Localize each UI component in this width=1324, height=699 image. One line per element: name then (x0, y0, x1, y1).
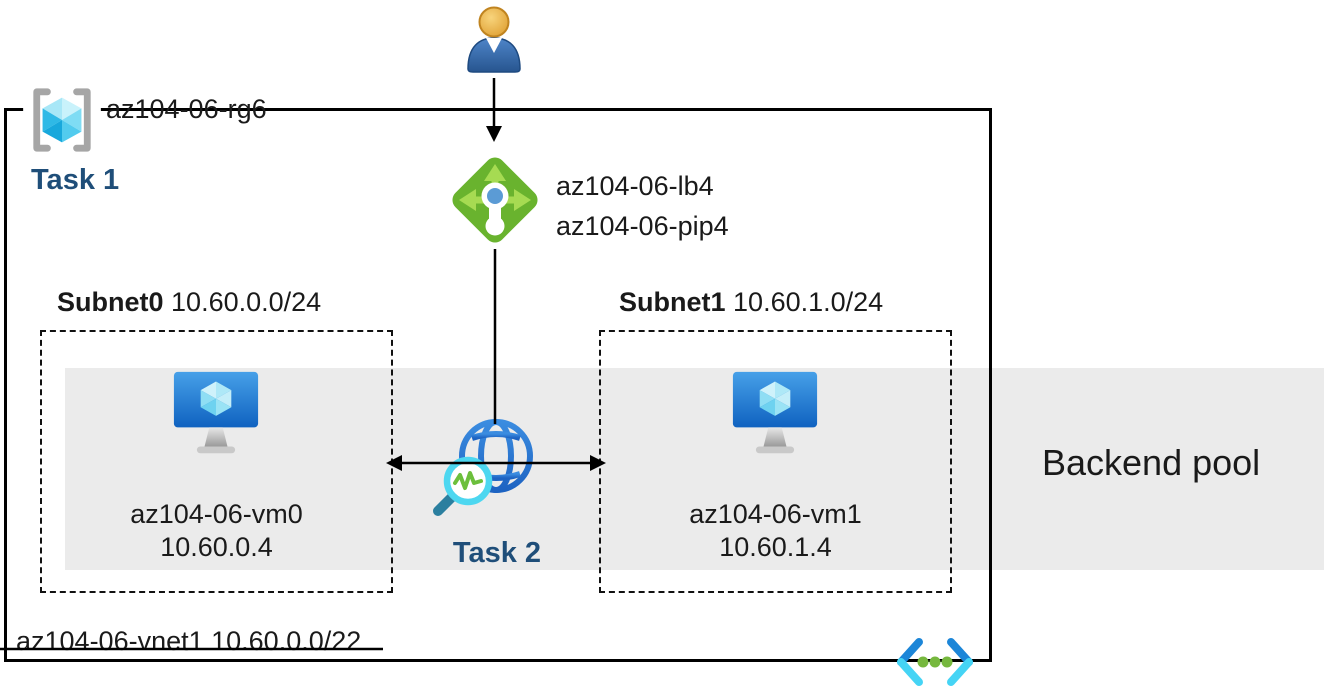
vm1-label: az104-06-vm1 10.60.1.4 (599, 498, 952, 564)
vm1-icon (732, 371, 818, 454)
vnet-icon (897, 638, 973, 686)
backend-pool-band (65, 368, 1324, 570)
globe-monitor-icon (433, 419, 533, 516)
task1-label: Task 1 (31, 164, 120, 196)
task2-label: Task 2 (452, 537, 542, 569)
load-balancer-labels: az104-06-lb4 az104-06-pip4 (556, 166, 729, 246)
vnet-label: az104-06-vnet1 10.60.0.0/22 (16, 626, 362, 656)
public-ip-name: az104-06-pip4 (556, 211, 729, 241)
resource-group-label: az104-06-rg6 (106, 94, 267, 124)
vm1-ip: 10.60.1.4 (719, 532, 832, 562)
vm0-icon (173, 371, 259, 454)
load-balancer-icon (452, 157, 538, 243)
backend-pool-label: Backend pool (1042, 442, 1261, 483)
subnet0-label: Subnet0 10.60.0.0/24 (57, 286, 321, 318)
subnet1-name: Subnet1 (619, 287, 726, 317)
subnet0-cidr: 10.60.0.0/24 (171, 287, 322, 317)
resource-group-box (4, 108, 992, 662)
vm0-name: az104-06-vm0 (130, 499, 303, 529)
subnet0-name: Subnet0 (57, 287, 164, 317)
subnet1-label: Subnet1 10.60.1.0/24 (619, 286, 883, 318)
vm0-ip: 10.60.0.4 (160, 532, 273, 562)
subnet1-cidr: 10.60.1.0/24 (733, 287, 884, 317)
resource-group-icon (23, 86, 101, 154)
load-balancer-name: az104-06-lb4 (556, 171, 714, 201)
vm0-label: az104-06-vm0 10.60.0.4 (40, 498, 393, 564)
user-icon (467, 6, 521, 73)
vm1-name: az104-06-vm1 (689, 499, 862, 529)
